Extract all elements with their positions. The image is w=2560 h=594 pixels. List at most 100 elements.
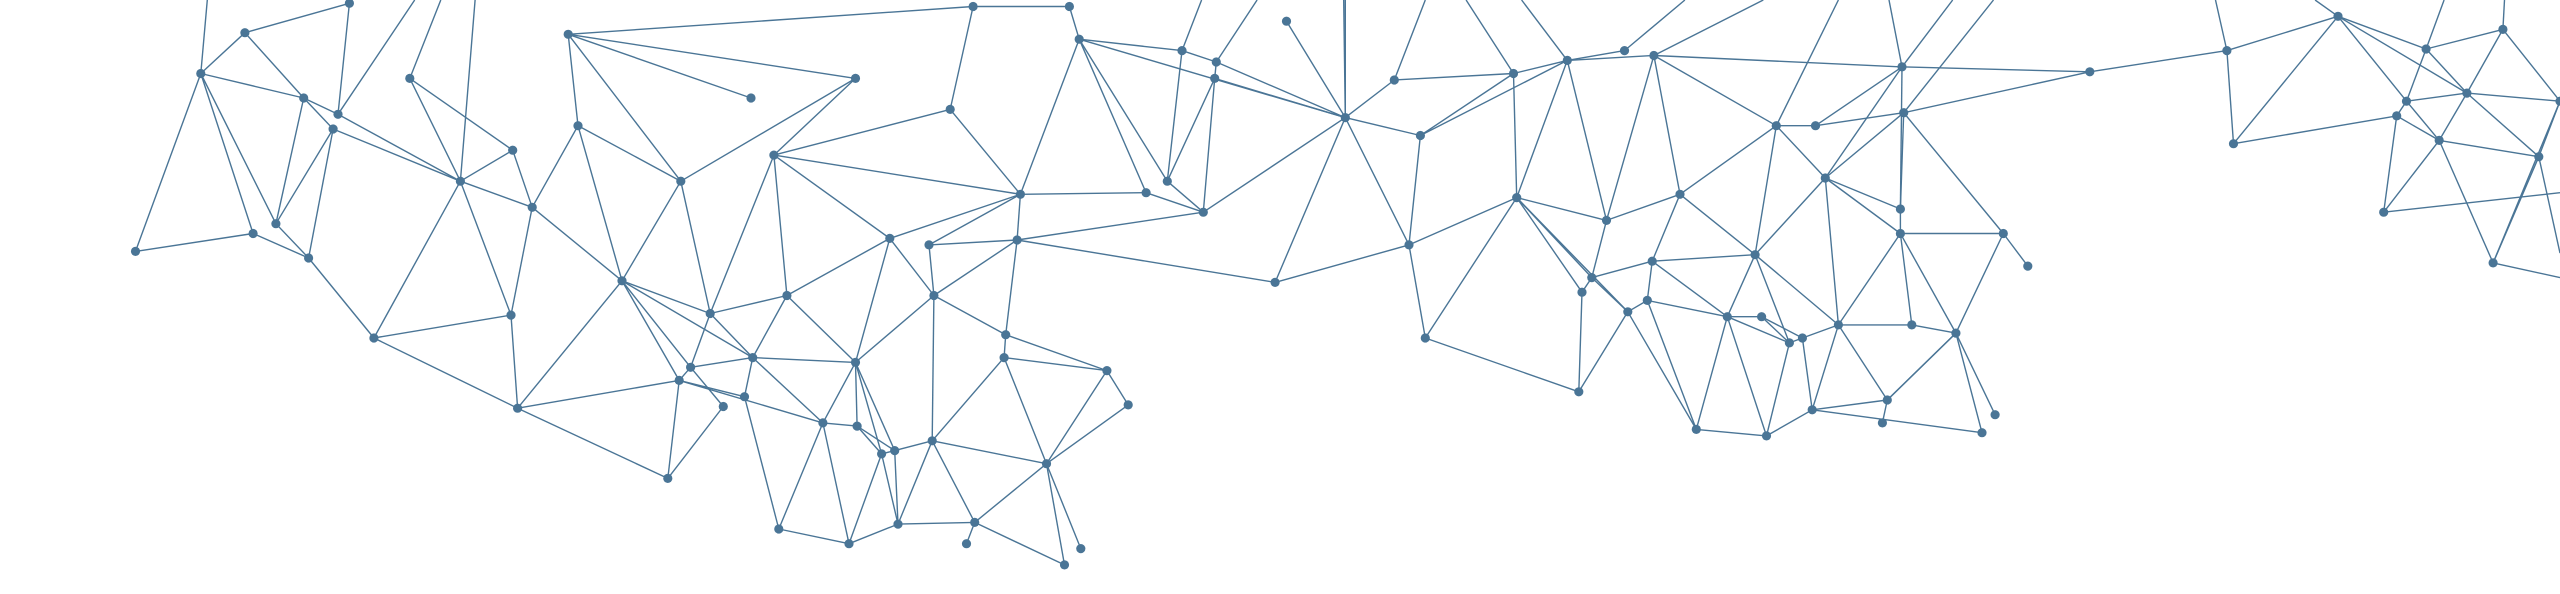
network-edge bbox=[512, 149, 533, 208]
network-edge bbox=[373, 180, 462, 339]
network-edge bbox=[778, 422, 824, 530]
network-edge bbox=[1837, 233, 1901, 326]
network-edge bbox=[680, 181, 711, 314]
network-edge bbox=[1899, 233, 1913, 325]
network-node bbox=[304, 253, 314, 263]
network-node bbox=[1059, 560, 1070, 570]
network-node bbox=[782, 290, 792, 301]
network-node bbox=[1722, 312, 1732, 322]
network-edge bbox=[1516, 60, 1568, 198]
network-edge bbox=[459, 0, 476, 182]
network-edge bbox=[1901, 66, 2090, 73]
network-node bbox=[369, 333, 379, 343]
network-node bbox=[1574, 387, 1584, 397]
network-node bbox=[1076, 544, 1086, 554]
network-edge bbox=[1465, 0, 1515, 74]
network-edge bbox=[332, 128, 461, 182]
network-edge bbox=[854, 362, 883, 455]
network-node bbox=[850, 73, 861, 83]
network-edge bbox=[567, 34, 579, 126]
network-edge bbox=[1955, 233, 2004, 334]
network-node bbox=[617, 276, 627, 286]
network-edge bbox=[1274, 117, 1346, 283]
network-edge bbox=[2314, 0, 2339, 17]
network-edge bbox=[1911, 324, 1957, 334]
network-edge bbox=[531, 206, 623, 282]
network-node bbox=[2498, 24, 2508, 34]
network-node bbox=[1649, 50, 1659, 61]
network-edge bbox=[848, 453, 883, 544]
network-edge bbox=[2425, 0, 2445, 50]
network-edge bbox=[1079, 38, 1183, 52]
network-edge bbox=[1761, 316, 1803, 339]
network-edge bbox=[275, 97, 305, 224]
network-edge bbox=[2502, 28, 2560, 102]
network-edge bbox=[822, 422, 858, 427]
network-node bbox=[739, 392, 750, 402]
network-node bbox=[970, 517, 980, 528]
network-edge bbox=[752, 357, 824, 424]
network-edge bbox=[200, 72, 304, 99]
network-edge bbox=[577, 125, 682, 182]
network-edge bbox=[1215, 0, 1258, 63]
network-edge bbox=[933, 294, 1007, 336]
network-node bbox=[1833, 320, 1843, 330]
network-node bbox=[1820, 173, 1830, 183]
network-edge bbox=[2406, 92, 2467, 102]
network-edge bbox=[894, 450, 899, 525]
network-edge bbox=[2337, 15, 2468, 94]
network-edge bbox=[1899, 66, 1903, 210]
network-node bbox=[1642, 295, 1652, 305]
network-edge bbox=[1606, 193, 1681, 222]
network-edge bbox=[1516, 197, 1629, 313]
network-node bbox=[890, 446, 900, 456]
network-edge bbox=[1591, 260, 1653, 279]
network-edge bbox=[679, 379, 824, 424]
network-edge bbox=[1078, 38, 1168, 182]
network-node bbox=[1177, 46, 1187, 56]
network-node bbox=[844, 539, 854, 549]
network-edge bbox=[1004, 356, 1107, 372]
network-node bbox=[2333, 11, 2343, 21]
network-node bbox=[961, 539, 972, 549]
network-edge bbox=[621, 280, 692, 368]
network-node bbox=[1415, 130, 1425, 141]
network-edge bbox=[855, 294, 935, 363]
network-edge bbox=[244, 2, 350, 34]
network-edge bbox=[1761, 316, 1790, 344]
network-node bbox=[1877, 418, 1887, 428]
network-edge bbox=[1202, 78, 1216, 213]
network-node bbox=[2023, 261, 2033, 271]
network-edge bbox=[1679, 125, 1777, 195]
network-edge bbox=[531, 125, 579, 208]
network-edge bbox=[680, 77, 856, 182]
network-node bbox=[1123, 400, 1133, 410]
network-edge bbox=[2502, 0, 2506, 30]
network-node bbox=[405, 73, 415, 83]
network-edge bbox=[275, 223, 310, 259]
network-edge bbox=[1005, 239, 1018, 335]
network-edge bbox=[1285, 20, 1346, 118]
network-node bbox=[1807, 405, 1817, 415]
network-node bbox=[527, 202, 537, 212]
network-edge bbox=[567, 33, 752, 99]
network-node bbox=[1907, 320, 1917, 330]
network-node bbox=[573, 121, 583, 131]
network-edge bbox=[928, 239, 1018, 246]
network-edge bbox=[931, 440, 976, 523]
network-edge bbox=[1647, 299, 1728, 318]
network-edge bbox=[577, 125, 623, 281]
network-edge bbox=[2405, 100, 2440, 141]
network-edge bbox=[1696, 428, 1767, 437]
network-node bbox=[1990, 410, 2000, 420]
network-edge bbox=[1166, 180, 1204, 213]
network-edge bbox=[510, 315, 519, 409]
network-edge bbox=[1901, 0, 1954, 68]
network-edge bbox=[2214, 0, 2228, 51]
network-node bbox=[1895, 228, 1905, 239]
network-edge bbox=[1802, 324, 1839, 339]
network-node bbox=[746, 93, 756, 103]
network-edge bbox=[252, 232, 309, 259]
network-edge bbox=[1815, 66, 1903, 127]
